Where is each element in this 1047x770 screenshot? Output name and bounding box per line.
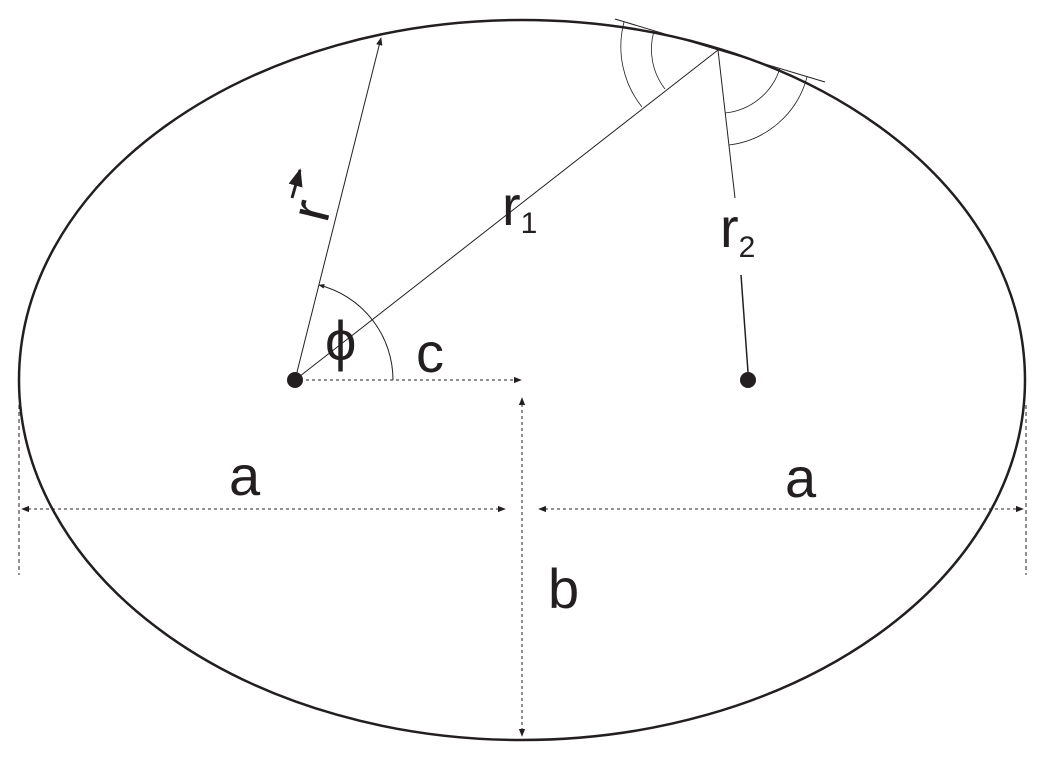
r1-letter: r: [502, 174, 521, 237]
r2-line-lower: [740, 274, 749, 373]
radius-vector-label: r: [278, 194, 344, 227]
reflection-angle-arc-left-inner: [650, 30, 666, 90]
tangent-line: [614, 18, 826, 83]
r2-letter: r: [720, 196, 739, 259]
reflection-angle-arc-right-outer: [728, 76, 808, 146]
r2-subscript: 2: [739, 231, 756, 264]
ellipse-outline: [17, 18, 1027, 742]
semi-minor-label: b: [548, 557, 579, 620]
r1-label: r1: [502, 174, 537, 240]
r2-line-upper: [717, 49, 736, 199]
r1-subscript: 1: [521, 207, 538, 240]
phi-angle-arc: [318, 283, 394, 381]
r1-line: [294, 49, 719, 381]
radius-vector-letter: r: [278, 194, 344, 227]
radius-vector-line: [294, 37, 383, 381]
vector-arrow-icon: [288, 168, 303, 199]
semi-major-right-label: a: [785, 446, 817, 509]
r2-label: r2: [720, 196, 755, 264]
reflection-angle-arc-left-outer: [620, 21, 643, 108]
phi-angle-label: ϕ: [325, 309, 356, 372]
reflection-angle-arc-right-inner: [724, 67, 781, 114]
right-focus-point: [740, 372, 756, 388]
left-focus-point: [287, 372, 303, 388]
semi-major-left-label: a: [229, 444, 261, 507]
focal-distance-label: c: [416, 321, 444, 384]
